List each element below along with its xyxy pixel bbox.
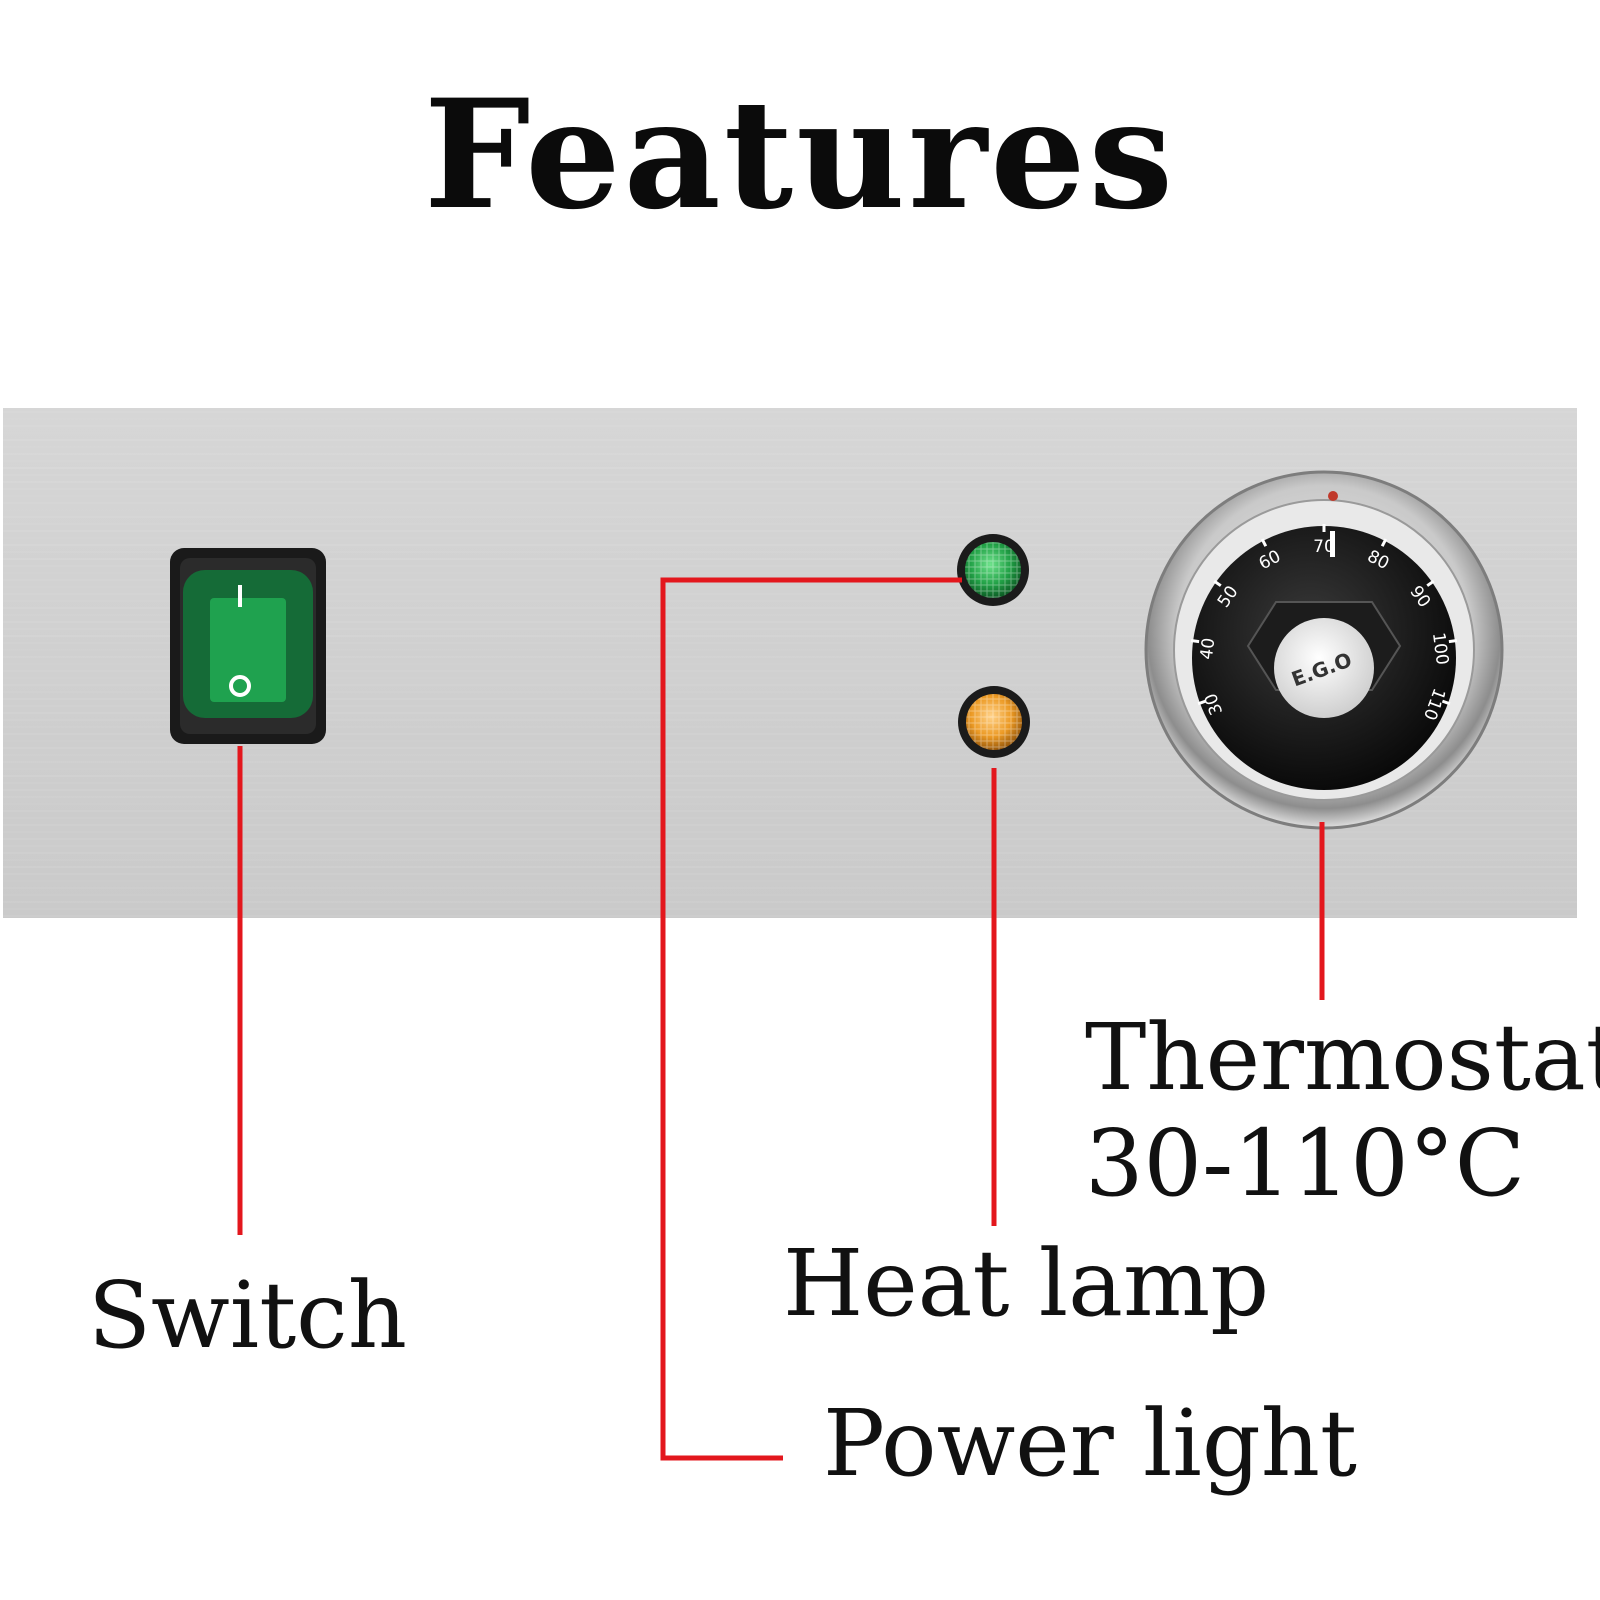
switch-rocker: [210, 598, 286, 702]
switch-on-mark: [238, 585, 242, 607]
knob-cap: [1274, 618, 1374, 718]
heat-lamp: [958, 686, 1030, 758]
dial-tick-mark: [1197, 699, 1207, 706]
dial-tick-mark: [1260, 538, 1268, 547]
dial-marker-dot: [1328, 491, 1338, 501]
power-light-grid: [965, 542, 1021, 598]
power-light-leader-line: [660, 577, 962, 1461]
dial-tick-mark: [1190, 639, 1200, 644]
dial-tick-label: 100: [1428, 631, 1452, 666]
page-title: Features: [423, 67, 1177, 243]
dial-tick-mark: [1441, 699, 1451, 706]
leader-lines: [237, 577, 1325, 1461]
heat-lamp-label: Heat lamp: [783, 1230, 1270, 1337]
switch-off-mark: [229, 675, 251, 697]
dial-pointer: [1330, 531, 1335, 557]
thermostat-range-label: 30-110°C: [1085, 1110, 1526, 1217]
switch-label: Switch: [88, 1262, 407, 1369]
dial-tick-mark: [1448, 639, 1458, 644]
thermostat-label: Thermostat: [1085, 1004, 1600, 1111]
dial-tick-label: 70: [1313, 537, 1335, 557]
dial-tick-mark: [1426, 579, 1435, 587]
dial-tick-label: 40: [1197, 637, 1220, 661]
rocker-switch[interactable]: [170, 548, 326, 744]
dial-tick-mark: [1380, 538, 1388, 547]
power-light: [957, 534, 1029, 606]
dial-tick-mark: [1213, 579, 1222, 587]
power-light-label: Power light: [823, 1390, 1357, 1497]
heat-lamp-grid: [966, 694, 1022, 750]
